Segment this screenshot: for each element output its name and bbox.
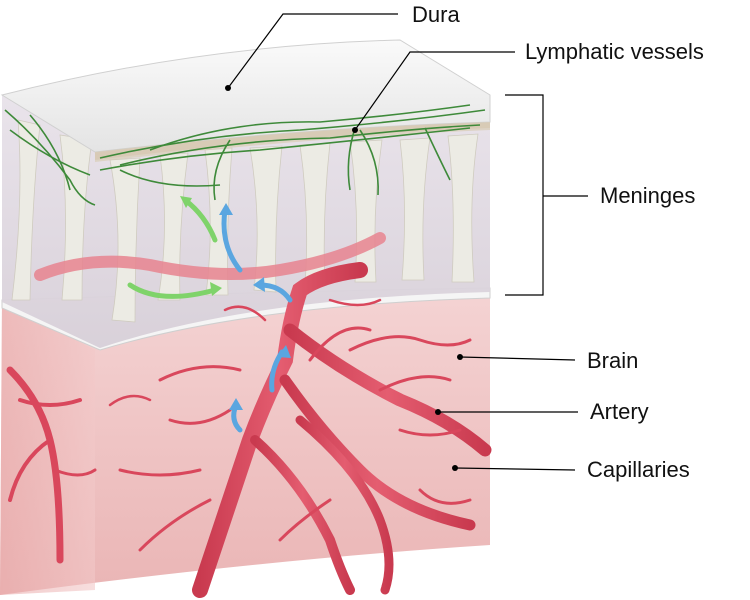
arrow-head-icon bbox=[219, 203, 233, 215]
meningeal-artery bbox=[34, 232, 386, 281]
brain-pointer-dot bbox=[457, 354, 463, 360]
arrow-head-icon bbox=[180, 196, 192, 208]
leader-line-dura bbox=[227, 13, 398, 89]
leader-lines bbox=[227, 13, 588, 471]
blue-flow-arrow bbox=[221, 207, 243, 273]
lymphatic-vessel-network bbox=[4, 104, 486, 206]
green-flow-arrow bbox=[127, 282, 218, 299]
label-capillaries: Capillaries bbox=[587, 457, 690, 482]
capillaries-pointer-dot bbox=[452, 465, 458, 471]
leader-dots bbox=[225, 85, 463, 471]
label-brain: Brain bbox=[587, 348, 639, 373]
label-artery: Artery bbox=[590, 399, 649, 424]
leader-line-capillaries bbox=[454, 467, 576, 471]
arrow-head-icon bbox=[229, 398, 243, 410]
arrow-head-icon bbox=[210, 282, 222, 296]
capillary-network bbox=[6, 298, 472, 564]
dura-pointer-dot bbox=[225, 85, 231, 91]
arrow-head-icon bbox=[253, 277, 265, 292]
leader-line-lymphatic bbox=[354, 51, 515, 131]
label-meninges: Meninges bbox=[600, 183, 696, 208]
artery-pointer-dot bbox=[435, 409, 441, 415]
arrow-head-icon bbox=[277, 345, 291, 358]
lymphatic-pointer-dot bbox=[352, 127, 358, 133]
arrow-heads bbox=[180, 196, 291, 410]
meninges-bracket bbox=[505, 94, 544, 296]
leader-line-brain bbox=[459, 356, 576, 361]
label-lymphatic-vessels: Lymphatic vessels bbox=[525, 39, 704, 64]
label-dura: Dura bbox=[412, 2, 460, 27]
